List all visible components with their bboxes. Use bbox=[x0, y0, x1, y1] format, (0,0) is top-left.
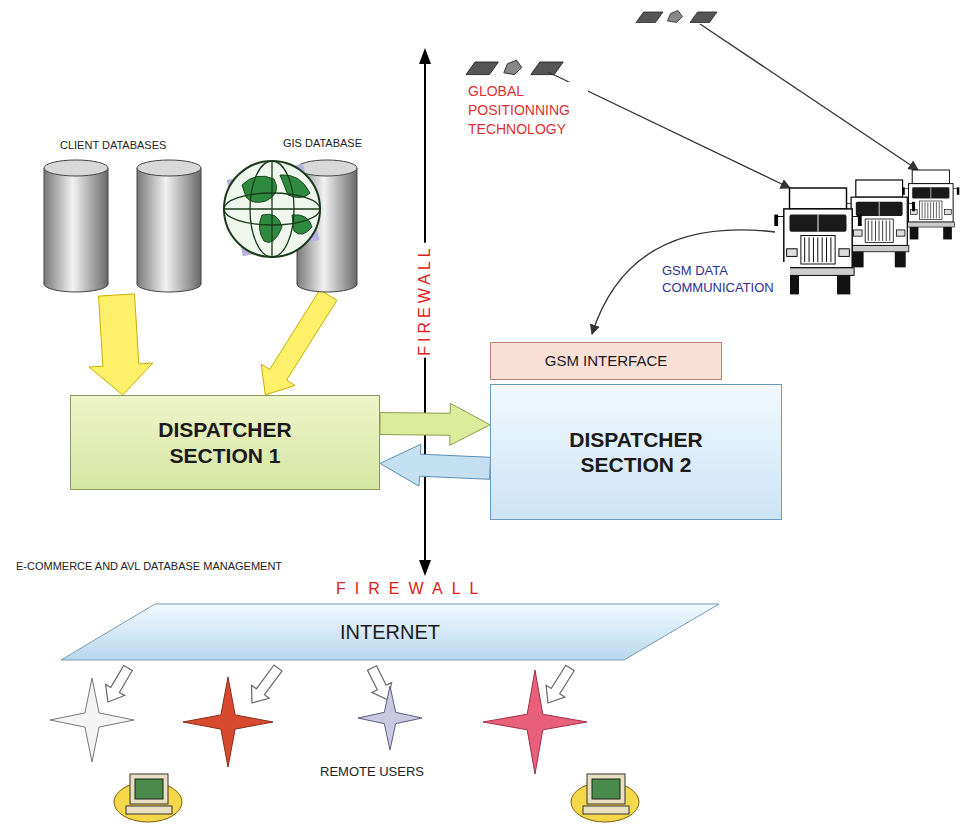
user-star bbox=[50, 678, 134, 762]
database-symbol bbox=[222, 135, 362, 295]
user-arrow bbox=[546, 665, 574, 703]
process-box: DISPATCHER SECTION 1 bbox=[70, 395, 380, 490]
node-label: GSM INTERFACE bbox=[545, 352, 668, 370]
satellite bbox=[636, 11, 717, 23]
user-star bbox=[358, 686, 422, 750]
node-label: INTERNET bbox=[340, 620, 440, 644]
firewall-label: FIREWALL bbox=[334, 580, 489, 598]
node-label: CLIENT DATABASES bbox=[60, 137, 166, 151]
users-label: REMOTE USERS bbox=[318, 764, 426, 779]
section-caption: E-COMMERCE AND AVL DATABASE MANAGEMENT bbox=[14, 560, 284, 572]
technology-label: GLOBAL POSITIONNING TECHNOLOGY bbox=[466, 82, 588, 139]
database-symbol bbox=[40, 135, 210, 295]
block-arrow bbox=[89, 294, 153, 395]
firewall-arrowhead bbox=[419, 560, 431, 576]
node-label: DISPATCHER SECTION 2 bbox=[536, 427, 736, 477]
user-arrow bbox=[106, 666, 133, 703]
computer-icon bbox=[571, 774, 639, 822]
internet-band: INTERNET bbox=[60, 603, 720, 661]
block-arrow bbox=[261, 290, 337, 395]
gis-database: GIS DATABASE bbox=[222, 135, 362, 295]
signal-line bbox=[700, 24, 918, 170]
user-star bbox=[183, 677, 273, 767]
computer-icon bbox=[114, 774, 182, 822]
process-box: DISPATCHER SECTION 2 bbox=[490, 384, 782, 520]
firewall-arrowhead bbox=[419, 48, 431, 64]
truck bbox=[843, 180, 915, 267]
interface-box: GSM INTERFACE bbox=[490, 342, 722, 380]
user-arrow bbox=[252, 665, 283, 703]
truck bbox=[902, 170, 959, 239]
user-star bbox=[483, 670, 587, 774]
node-label: DISPATCHER SECTION 1 bbox=[125, 417, 325, 467]
firewall-label: FIREWALL bbox=[416, 242, 434, 357]
link-label: GSM DATA COMMUNICATION bbox=[660, 262, 790, 296]
node-label: GIS DATABASE bbox=[283, 135, 362, 149]
block-arrow bbox=[380, 444, 491, 486]
block-arrow bbox=[380, 403, 490, 445]
database-group: CLIENT DATABASES bbox=[40, 135, 210, 295]
